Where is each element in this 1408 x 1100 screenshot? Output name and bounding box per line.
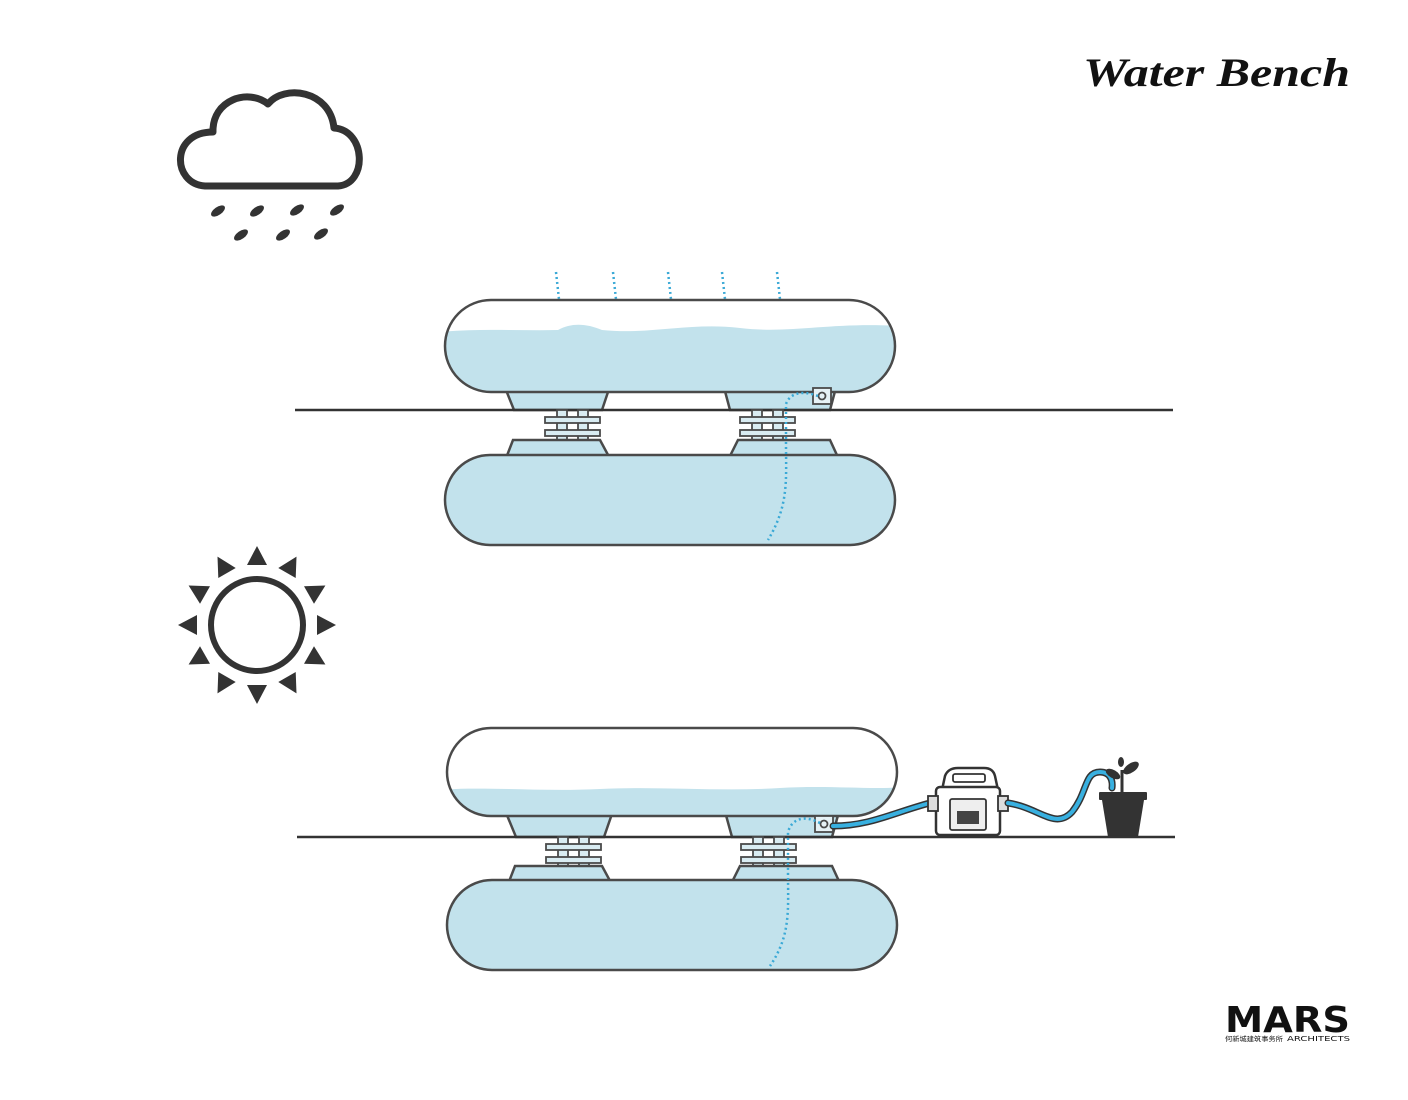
underground-water-tank: [443, 453, 897, 547]
sun-ray-icon: [247, 685, 267, 704]
sun-disc: [208, 576, 306, 674]
raindrop-icon: [250, 205, 264, 217]
logo-wordmark: MARS: [1225, 1000, 1350, 1041]
water-fill: [445, 324, 895, 392]
sun-ray-icon: [278, 672, 297, 694]
logo-subtitle-cn: 何新城建筑事务所: [1225, 1034, 1284, 1043]
bench-post: [545, 836, 602, 872]
raindrop-icon: [234, 229, 248, 241]
sun-ray-icon: [188, 646, 210, 665]
sun-ray-icon: [178, 615, 197, 635]
raindrop-icon: [211, 205, 225, 217]
raindrop-icon: [330, 204, 344, 216]
sun-icon: [178, 546, 336, 704]
mars-logo: MARS 何新城建筑事务所 ARCHITECTS: [1225, 1000, 1351, 1043]
water-fill: [447, 787, 897, 816]
diagram-title: Water Bench: [1083, 50, 1350, 95]
drain-connector: [812, 387, 832, 405]
sun-ray-icon: [278, 556, 297, 578]
sun-ray-icon: [317, 615, 336, 635]
cloud-rain-icon: [177, 89, 363, 241]
sun-ray-icon: [188, 585, 210, 604]
sun-ray-icon: [217, 672, 236, 694]
water-flow-path: [766, 391, 819, 541]
raindrop-icon: [314, 228, 328, 240]
sun-rays: [178, 546, 336, 704]
cloud-icon: [177, 89, 363, 190]
bench-seat-reservoir: [443, 298, 897, 394]
sun-ray-icon: [247, 546, 267, 565]
water-pump-icon: [927, 766, 1009, 837]
sun-ray-icon: [304, 585, 326, 604]
potted-plant-icon: [1099, 757, 1147, 837]
water-hose: [1004, 768, 1116, 823]
logo-subtitle-en: ARCHITECTS: [1287, 1035, 1351, 1043]
bench-post: [544, 409, 601, 445]
water-flow-path: [768, 817, 821, 967]
sun-scene: [297, 726, 1175, 972]
raindrops-icon: [211, 204, 344, 241]
raindrop-icon: [276, 229, 290, 241]
rain-scene: [295, 271, 1173, 547]
water-hose: [829, 799, 934, 830]
bench-seat-reservoir: [445, 726, 899, 818]
underground-water-tank: [445, 878, 899, 972]
sun-ray-icon: [304, 646, 326, 665]
sun-ray-icon: [217, 556, 236, 578]
raindrop-icon: [290, 204, 304, 216]
